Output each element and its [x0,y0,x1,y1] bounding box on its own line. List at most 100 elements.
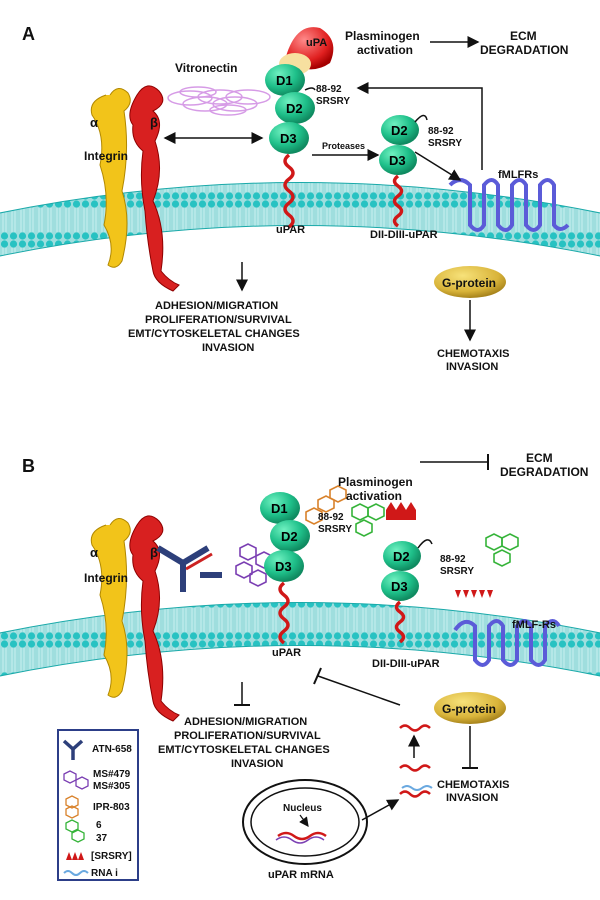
arrow-srsry-d1 [356,82,483,170]
cleaved-d3-label-b: D3 [391,579,408,594]
degradation-label: DEGRADATION [480,43,568,57]
ring-compound-orange-icon [305,485,347,525]
integrin-receptor: α β Integrin [84,85,180,292]
alpha-label-b: α [90,545,98,560]
cleaved-seq-number-b: 88-92 [440,554,466,565]
legend-peptide-icon [66,852,84,860]
gpi-anchor [283,153,295,229]
legend-label-atn658: ATN-658 [92,744,132,755]
arrow-cleaved-fmlfr [414,151,462,181]
legend-orange-icon [65,795,79,819]
nucleus-label: Nucleus [283,803,322,814]
gprotein-label: G-protein [442,276,496,290]
cleaved-d2-label: D2 [391,123,408,138]
legend-label-37: 37 [96,833,108,844]
drug-legend: ATN-658 MS#479 MS#305 IPR-803 6 37 [SRSR… [57,729,139,881]
beta-label: β [150,115,158,130]
nucleus: Nucleus uPAR mRNA [242,779,368,881]
cleaved-d2-label-b: D2 [393,549,410,564]
upar-receptor: D1 D2 D3 88-92 SRSRY uPAR [265,64,350,236]
d2-label: D2 [286,101,303,116]
upar-domain-d3 [269,122,309,154]
d1-label-b: D1 [271,501,288,516]
mrna-label: uPAR mRNA [268,869,334,881]
seq-number-b: 88-92 [318,512,344,523]
upar-label-b: uPAR [272,647,301,659]
activation-label: activation [357,43,413,57]
beta-label-b: β [150,545,158,560]
activation-label-b: activation [346,489,402,503]
seq-number: 88-92 [316,84,342,95]
d3-label: D3 [280,131,297,146]
seq-motif-b: SRSRY [318,524,352,535]
upar-domain-d1 [265,64,305,96]
peptide-icon [455,590,493,598]
ecm-label-b: ECM [526,451,553,465]
upar-receptor-b: D1 D2 D3 88-92 SRSRY uPAR [260,492,352,659]
cleaved-d3-label: D3 [389,153,406,168]
g-protein-b [434,692,506,724]
outcome-1: ADHESION/MIGRATION [155,300,278,312]
d1-label: D1 [276,73,293,88]
dii-diii-label-b: DII-DIII-uPAR [372,658,440,670]
upar-label: uPAR [276,224,305,236]
chemo-invasion-label: INVASION [446,361,498,373]
cleaved-upar: D2 D3 88-92 SRSRY DII-DIII-uPAR [370,114,462,241]
panel-a: A α β Integrin Vitronectin uPA [0,24,600,373]
cleaved-seq-motif-b: SRSRY [440,566,474,577]
outcome-4: INVASION [202,342,254,354]
upar-domain-d2 [275,92,315,124]
rnai-icon [401,785,433,791]
dii-diii-label: DII-DIII-uPAR [370,229,438,241]
outcome-3-b: EMT/CYTOSKELETAL CHANGES [158,744,330,756]
legend-label-6: 6 [96,820,102,831]
legend-label-rnai: RNA i [91,868,118,879]
legend-antibody-icon [62,739,84,760]
vitronectin-label: Vitronectin [175,61,237,75]
legend-label-ipr803: IPR-803 [93,802,130,813]
legend-label-ms305: MS#305 [93,781,131,792]
integrin-label: Integrin [84,149,128,163]
proteases-label: Proteases [322,141,365,151]
vitronectin [167,86,271,116]
d2-label-b: D2 [281,529,298,544]
fmlf-receptor: fMLFRs [448,169,570,232]
outcome-4-b: INVASION [231,758,283,770]
g-protein [434,266,506,298]
outcome-2-b: PROLIFERATION/SURVIVAL [174,730,321,742]
integrin-receptor-b: α β Integrin [84,515,180,722]
ring-compound-green-icon [351,503,385,537]
integrin-label-b: Integrin [84,571,128,585]
chemo-invasion-label-b: INVASION [446,792,498,804]
panel-b-letter: B [22,456,35,476]
plasminogen-label-b: Plasminogen [338,475,413,489]
d3-label-b: D3 [275,559,292,574]
seq-motif: SRSRY [316,96,350,107]
upa-label: uPA [306,37,327,49]
fmlfrs-label-b: fMLF-Rs [512,619,556,631]
panel-a-letter: A [22,24,35,44]
outcome-3: EMT/CYTOSKELETAL CHANGES [128,328,300,340]
gprotein-label-b: G-protein [442,702,496,716]
cleaved-seq-number: 88-92 [428,126,454,137]
legend-rnai-icon [63,870,89,876]
alpha-label: α [90,115,98,130]
inhibit-rnai-upar [317,675,401,706]
chemotaxis-label-b: CHEMOTAXIS [437,779,510,791]
outcome-2: PROLIFERATION/SURVIVAL [145,314,292,326]
fmlf-receptor-b: fMLF-Rs [453,619,561,667]
cleaved-upar-b: D2 D3 88-92 SRSRY DII-DIII-uPAR [372,539,474,670]
legend-purple-icon [63,770,89,790]
legend-label-ms479: MS#479 [93,769,131,780]
chemotaxis-label: CHEMOTAXIS [437,348,510,360]
fmlfrs-label: fMLFRs [498,169,538,181]
arrow-mrna-rnai [361,799,400,821]
cleaved-seq-motif: SRSRY [428,138,462,149]
legend-label-srsry: [SRSRY] [91,851,132,862]
mrna-fragments [399,724,431,798]
panel-b: B α β Integrin [0,451,600,881]
ring-compound-green-icon [485,533,519,567]
peptide-icon [386,502,416,520]
antibody-icon [156,545,222,592]
plasminogen-label: Plasminogen [345,29,420,43]
